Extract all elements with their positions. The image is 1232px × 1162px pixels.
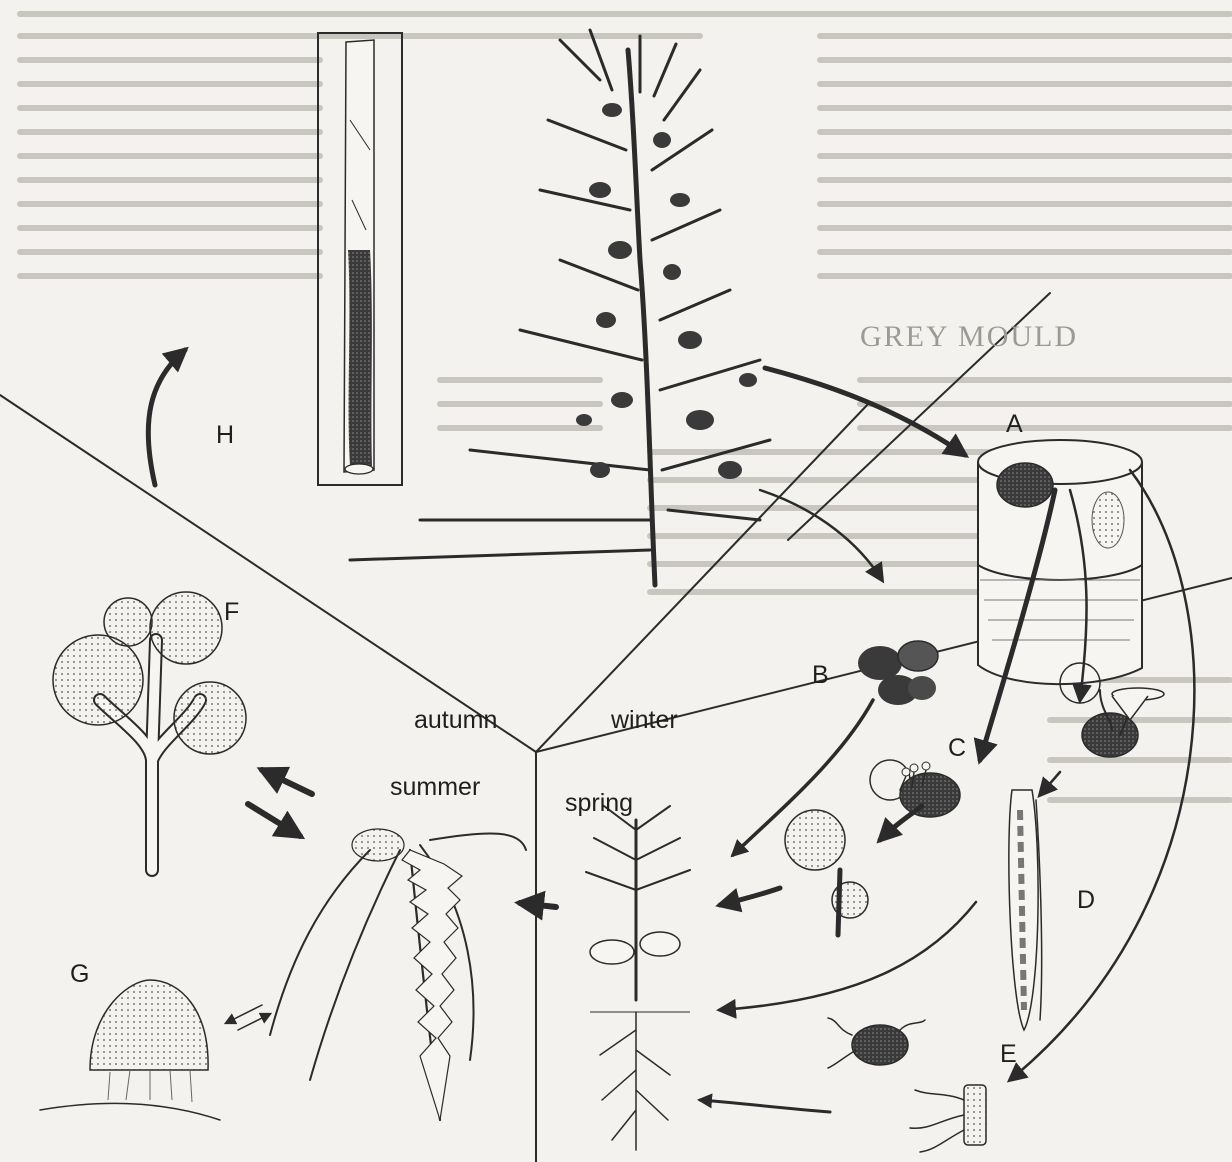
conidia-cluster (785, 810, 868, 935)
season-label-spring: spring (565, 791, 633, 816)
panel-label-d: D (1077, 888, 1095, 913)
panel-label-h: H (216, 423, 234, 448)
panel-label-a: A (1006, 412, 1023, 437)
season-label-autumn: autumn (414, 708, 497, 733)
seeds-cluster (858, 641, 938, 705)
panel-label-g: G (70, 962, 89, 987)
stem-section-sclerotium (978, 440, 1142, 684)
season-label-winter: winter (611, 708, 678, 733)
ascus (1009, 790, 1042, 1030)
seedling (586, 806, 690, 1150)
background-heading: GREY MOULD (860, 320, 1078, 354)
cannabis-leaf (270, 829, 526, 1120)
conidiophore (53, 592, 246, 870)
panel-label-c: C (948, 736, 966, 761)
panel-label-f: F (224, 600, 239, 625)
season-label-summer: summer (390, 775, 480, 800)
infected-plant-illustration (350, 30, 770, 585)
spore-mass (40, 980, 220, 1120)
germinating-ascospores (828, 1018, 986, 1152)
panel-label-e: E (1000, 1042, 1017, 1067)
stem-inset (318, 33, 402, 485)
panel-label-b: B (812, 663, 829, 688)
